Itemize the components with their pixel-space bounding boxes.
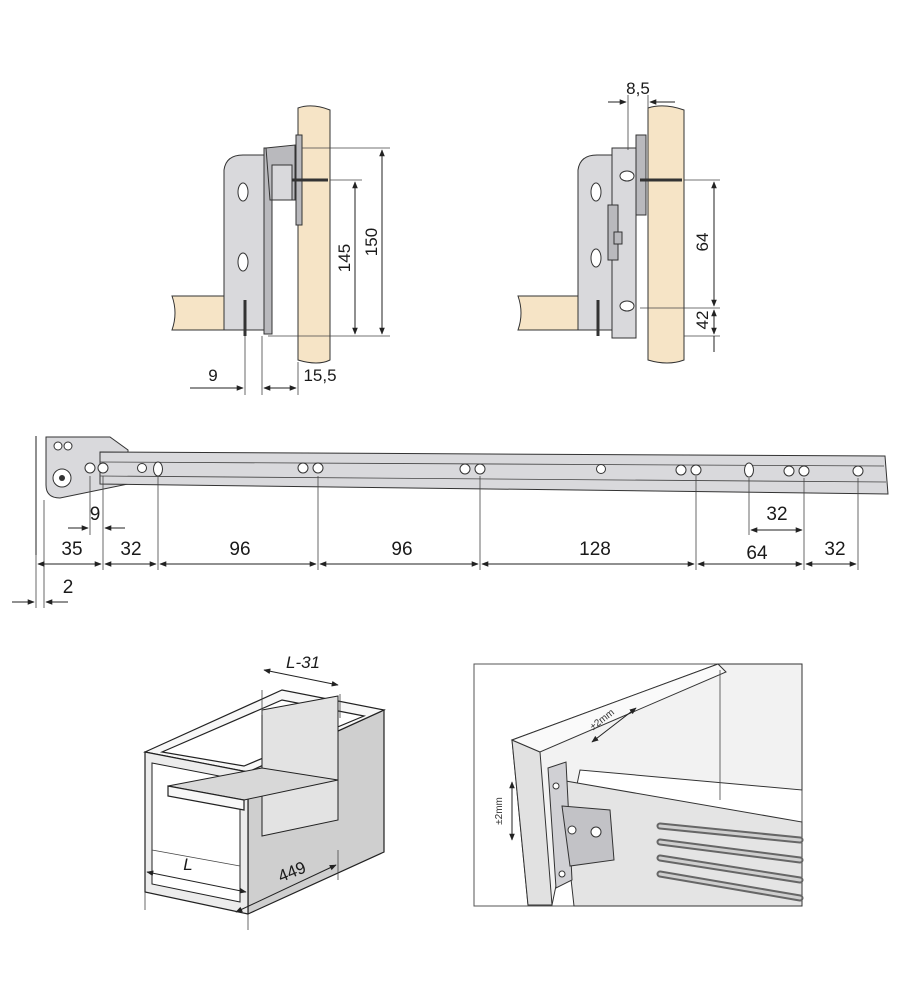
slot-hole [237, 182, 249, 202]
mount-hole-lower [619, 300, 635, 312]
label-runner-length: L-31 [286, 653, 320, 672]
dim-8-5: 8,5 [626, 79, 650, 98]
front-fixing-view: 150 145 9 15,5 [171, 105, 390, 395]
mount-latch [613, 231, 623, 245]
dim-seg-32b: 32 [824, 539, 845, 560]
dim-seg-128: 128 [579, 539, 611, 560]
drawer-box-view: L-31 L 449 [143, 653, 386, 930]
dim-15-5: 15,5 [303, 366, 336, 385]
dim-seg-64: 64 [746, 543, 768, 564]
runner-view: 9 35 32 96 96 128 64 32 32 2 [12, 436, 889, 608]
adjust-bracket [547, 761, 573, 889]
dim-64-side: 64 [693, 233, 712, 252]
dim-145: 145 [335, 244, 354, 272]
roller-axle [59, 475, 65, 481]
dim-42: 42 [693, 311, 712, 330]
slot-hole-2 [590, 182, 602, 202]
slot-hole-2 [590, 248, 602, 268]
dim-9-runner: 9 [90, 504, 101, 525]
label-length: L [183, 855, 192, 874]
dim-seg-35: 35 [61, 539, 82, 560]
side-panel-wood-2 [647, 105, 685, 364]
dim-150: 150 [362, 228, 381, 256]
box-shelf [167, 785, 245, 811]
bracket-hole [53, 441, 63, 451]
runner-holes [84, 461, 864, 478]
dim-seg-32a: 32 [120, 539, 141, 560]
dim-seg-96b: 96 [391, 539, 412, 560]
adjust-mechanism [561, 805, 615, 867]
dim-9-front: 9 [208, 366, 217, 385]
side-panel-wood [297, 105, 331, 364]
dim-2: 2 [63, 577, 74, 598]
slot-hole [237, 252, 249, 272]
dim-slot-32: 32 [766, 504, 787, 525]
adjust-vertical-label: ±2mm [494, 797, 505, 825]
bracket-hole [63, 441, 73, 451]
side-fixing-view: 8,5 64 42 [517, 79, 720, 364]
clip-body [271, 164, 293, 201]
mount-flange [635, 134, 647, 216]
mount-hole-upper [619, 170, 635, 182]
runner-rail [99, 451, 889, 495]
dim-seg-96a: 96 [229, 539, 250, 560]
adjustment-detail-view: ±2mm ±2mm [473, 663, 804, 907]
